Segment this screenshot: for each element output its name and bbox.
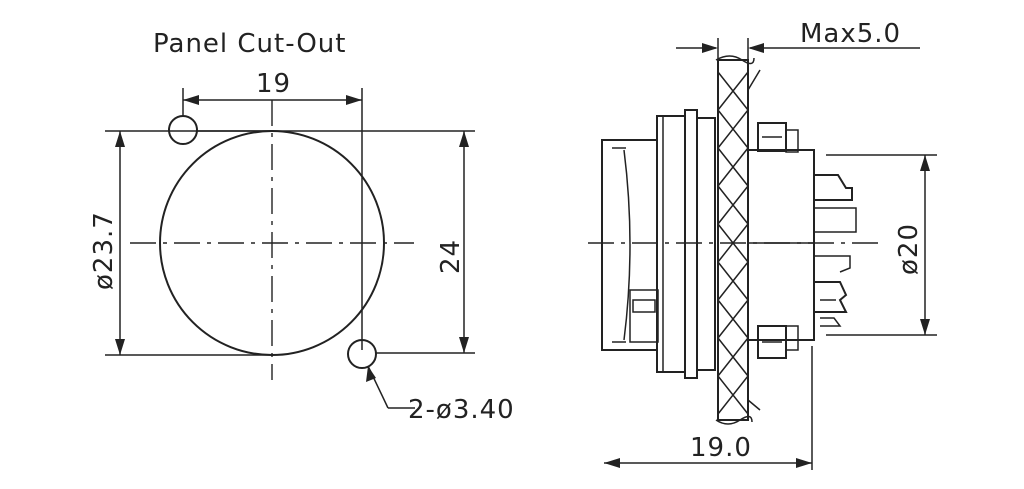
- dimension-side-diameter-label: ø20: [894, 223, 924, 275]
- dimension-diameter-label: ø23.7: [89, 211, 119, 290]
- mounting-hole-top: [168, 115, 198, 145]
- panel-section: [715, 55, 761, 425]
- dimension-side-diameter: ø20: [826, 154, 937, 336]
- dimension-max-panel-label: Max5.0: [800, 19, 901, 49]
- dimension-holes-label: 2-ø3.40: [408, 395, 515, 425]
- dimension-depth: 19.0: [604, 346, 813, 470]
- nut-top: [757, 122, 799, 153]
- body-washer: [696, 117, 716, 371]
- dimension-width: 19: [182, 69, 363, 350]
- body-collar: [656, 115, 686, 373]
- dimension-max-panel: Max5.0: [676, 19, 920, 62]
- dimension-height-label: 24: [436, 239, 466, 274]
- dimension-width-label: 19: [256, 69, 291, 99]
- dimension-height: 24: [196, 130, 475, 354]
- side-view: Max5.0 ø20 19.0: [588, 19, 937, 470]
- panel-cutout-title: Panel Cut-Out: [153, 29, 346, 59]
- dimension-holes: 2-ø3.40: [366, 365, 515, 425]
- nut-bottom: [757, 325, 799, 359]
- body-flange: [684, 109, 698, 379]
- rear-body: [747, 149, 815, 341]
- dimension-depth-label: 19.0: [690, 433, 752, 463]
- panel-cutout-view: Panel Cut-Out 19 ø23.7: [89, 29, 515, 425]
- terminals: [814, 174, 857, 327]
